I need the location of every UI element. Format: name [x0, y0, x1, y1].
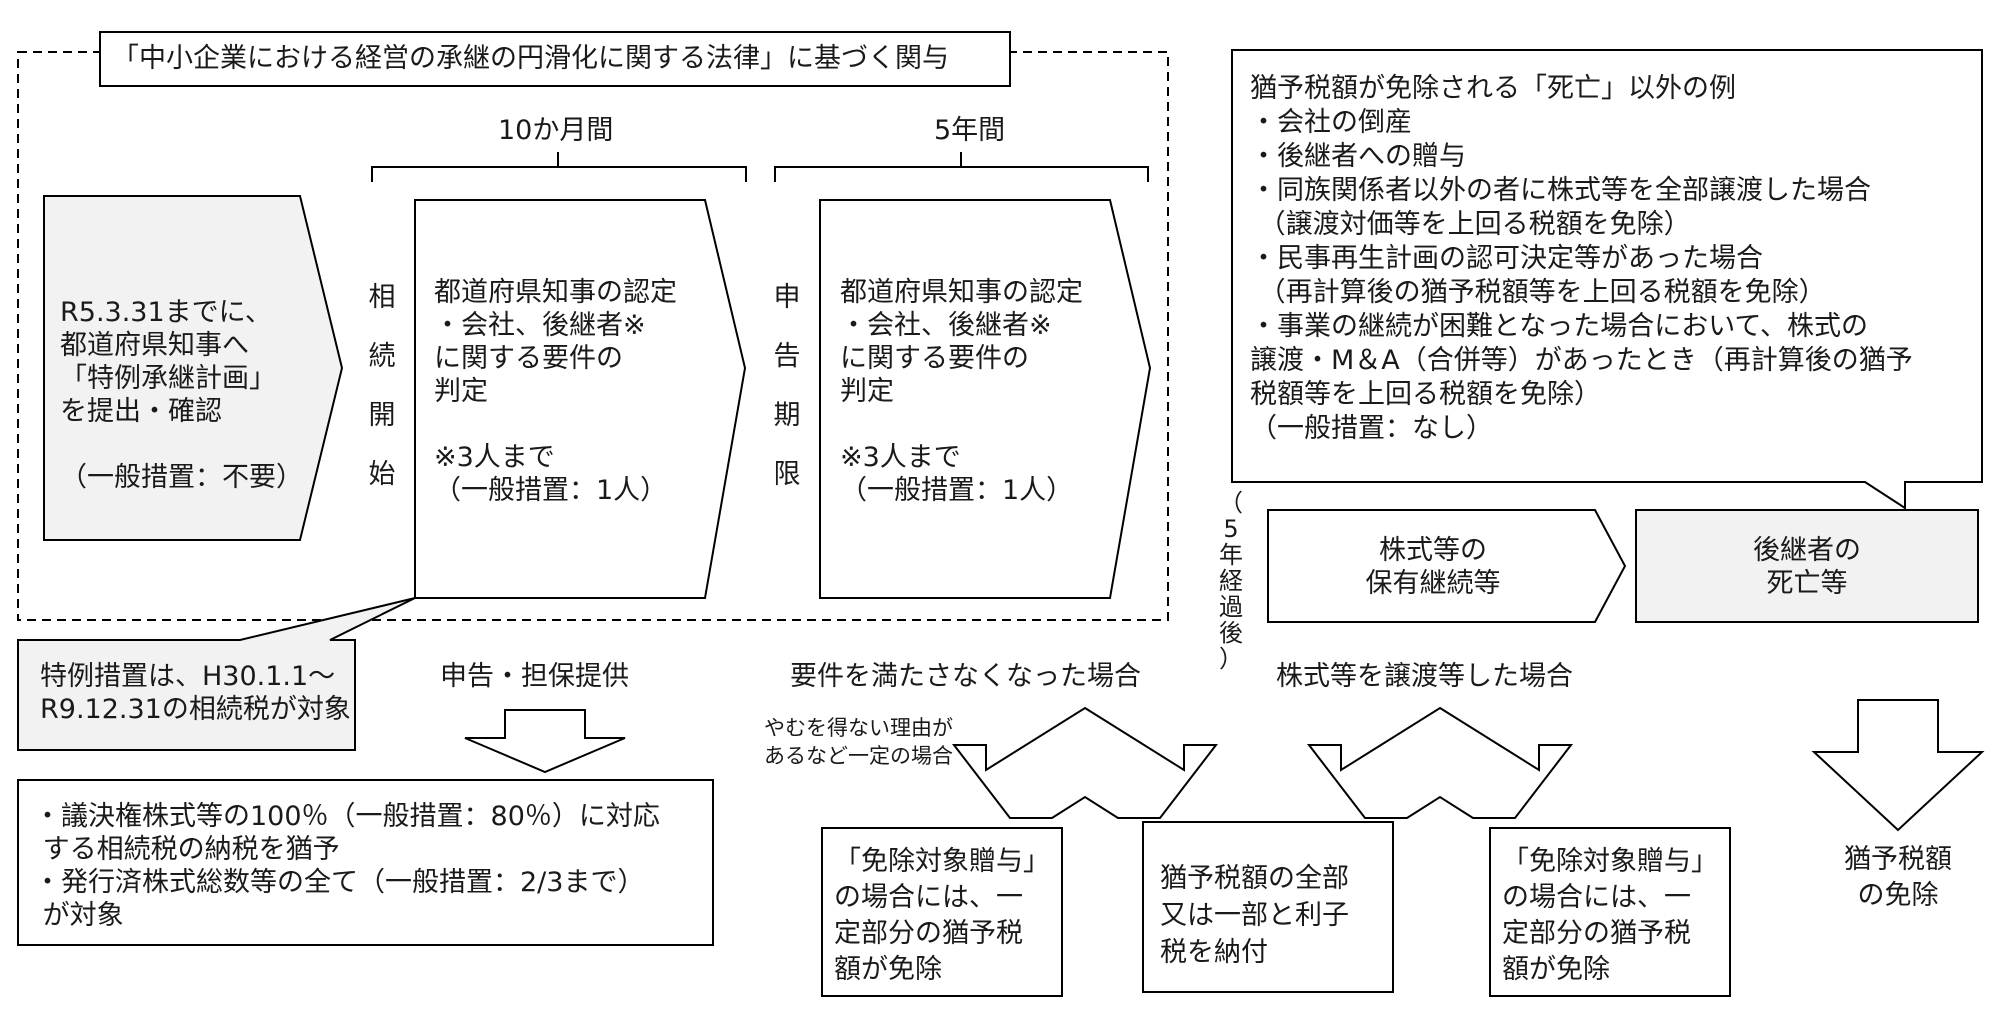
- inheritance-start-label: 相 続 開 始: [368, 282, 396, 490]
- filing-deadline-label: 申 告 期 限: [773, 282, 801, 490]
- exemption-examples-callout: [1231, 49, 1983, 510]
- ten-months-brace: [371, 152, 747, 182]
- exempt-gift-box-2: [1489, 827, 1731, 997]
- succession-plan-text: R5.3.31までに、 都道府県知事へ 「特例承継計画」 を提出・確認 （一般措…: [60, 297, 303, 493]
- succession-plan-pentagon: [43, 195, 344, 541]
- certification-text-1: 都道府県知事の認定 ・会社、後継者※ に関する要件の 判定 ※3人まで （一般措…: [434, 277, 677, 506]
- special-note-callout: [17, 597, 416, 751]
- exempt-gift-box-1: [821, 827, 1063, 997]
- law-title: 「中小企業における経営の承継の円滑化に関する法律」に基づく関与: [112, 43, 949, 74]
- death-down-arrow: [1811, 699, 1985, 832]
- law-title-box: [99, 31, 1011, 87]
- requirements-unmet-label: 要件を満たさなくなった場合: [790, 661, 1141, 692]
- successor-death-text: 後継者の 死亡等: [1753, 535, 1861, 599]
- filing-collateral-label: 申告・担保提供: [440, 661, 629, 692]
- ten-months-label: 10か月間: [498, 115, 614, 146]
- tax-deferral-text: ・議決権株式等の100％（一般措置：80％）に対応 する相続税の納税を猶予 ・発…: [34, 801, 660, 931]
- holding-continuation-text: 株式等の 保有継続等: [1365, 535, 1501, 599]
- certification-pentagon-2: [819, 199, 1152, 599]
- shares-transferred-fork-arrow: [1306, 706, 1574, 819]
- requirements-unmet-fork-arrow: [951, 706, 1219, 819]
- pay-tax-text: 猶予税額の全部 又は一部と利子 税を納付: [1160, 863, 1349, 968]
- exempt-gift-text-2: 「免除対象贈与」 の場合には、一 定部分の猶予税 額が免除: [1502, 846, 1718, 985]
- certification-text-2: 都道府県知事の認定 ・会社、後継者※ に関する要件の 判定 ※3人まで （一般措…: [840, 277, 1083, 506]
- holding-continuation-pentagon: [1267, 509, 1627, 623]
- exempt-gift-text-1: 「免除対象贈与」 の場合には、一 定部分の猶予税 額が免除: [834, 846, 1050, 985]
- filing-down-arrow: [464, 709, 626, 774]
- five-years-brace: [774, 152, 1149, 182]
- shares-transferred-label: 株式等を譲渡等した場合: [1276, 661, 1573, 692]
- special-measure-note: 特例措置は、H30.1.1～ R9.12.31の相続税が対象: [40, 661, 351, 725]
- tax-deferral-box: [17, 779, 714, 946]
- exemption-examples-text: 猶予税額が免除される「死亡」以外の例 ・会社の倒産 ・後継者への贈与 ・同族関係…: [1250, 73, 1913, 444]
- five-years-elapsed-label: （ 5 年 経 過 後 ）: [1219, 489, 1243, 673]
- five-years-label: 5年間: [934, 115, 1006, 146]
- tax-exempted-text: 猶予税額 の免除: [1844, 844, 1952, 911]
- successor-death-box: [1635, 509, 1979, 623]
- pay-tax-box: [1142, 821, 1394, 993]
- unavoidable-reason-label: やむを得ない理由が あるなど一定の場合: [764, 716, 953, 768]
- certification-pentagon-1: [414, 199, 747, 599]
